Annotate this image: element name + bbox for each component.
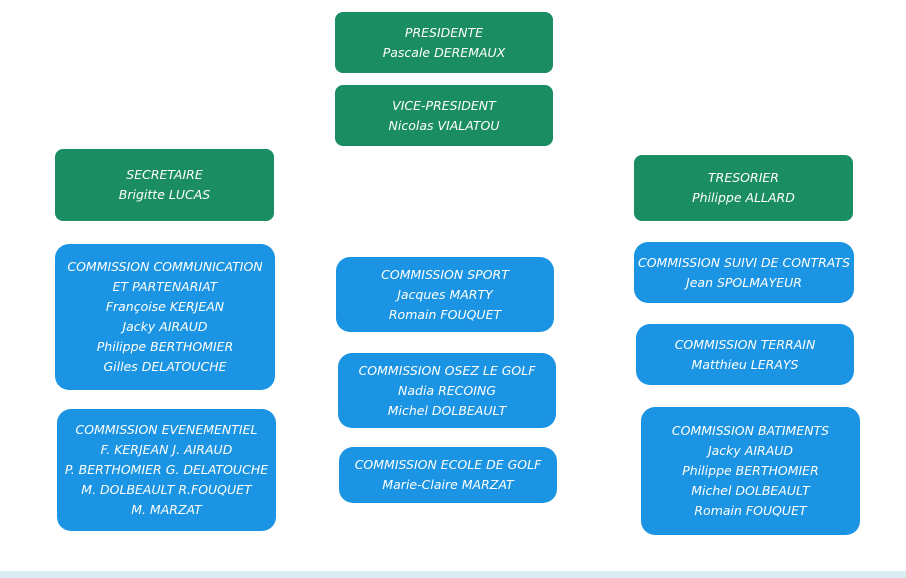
tresorier-title: TRESORIER [708, 170, 779, 185]
member-name: Gilles DELATOUCHE [103, 359, 227, 374]
commission-line: COMMISSION OSEZ LE GOLF [358, 362, 536, 378]
vice-president-title: VICE-PRESIDENT [392, 97, 496, 113]
commission-line: COMMISSION ECOLE DE GOLF [354, 457, 542, 472]
member-name: Michel DOLBEAULT [691, 483, 810, 498]
commission-line: COMMISSION SUIVI DE CONTRATS [637, 254, 851, 270]
tresorier-box: TRESORIER Philippe ALLARD [634, 155, 853, 221]
member-name: Jean SPOLMAYEUR [686, 274, 802, 290]
member-name: Michel DOLBEAULT [387, 402, 507, 418]
member-name: P. BERTHOMIER G. DELATOUCHE [64, 462, 269, 477]
secretaire-box: SECRETAIRE Brigitte LUCAS [55, 149, 274, 221]
commission-osez-le-golf-box: COMMISSION OSEZ LE GOLF Nadia RECOING Mi… [338, 353, 556, 428]
commission-batiments-box: COMMISSION BATIMENTS Jacky AIRAUD Philip… [641, 407, 860, 535]
commission-line: ET PARTENARIAT [112, 279, 218, 294]
member-name: M. MARZAT [131, 502, 202, 517]
presidente-title: PRESIDENTE [404, 24, 484, 40]
bottom-strip [0, 571, 906, 578]
member-name: Philippe BERTHOMIER [682, 463, 819, 478]
member-name: Romain FOUQUET [694, 503, 807, 518]
member-name: Françoise KERJEAN [105, 299, 225, 314]
secretaire-title: SECRETAIRE [126, 167, 203, 182]
member-name: M. DOLBEAULT R.FOUQUET [81, 482, 252, 497]
member-name: Nadia RECOING [398, 382, 496, 398]
member-name: Jacky AIRAUD [707, 443, 794, 458]
presidente-box: PRESIDENTE Pascale DEREMAUX [335, 12, 553, 73]
member-name: F. KERJEAN J. AIRAUD [100, 442, 233, 457]
commission-suivi-de-contrats-box: COMMISSION SUIVI DE CONTRATS Jean SPOLMA… [634, 242, 854, 303]
commission-sport-box: COMMISSION SPORT Jacques MARTY Romain FO… [336, 257, 554, 332]
commission-terrain-box: COMMISSION TERRAIN Matthieu LERAYS [636, 324, 854, 385]
commission-communication-box: COMMISSION COMMUNICATION ET PARTENARIAT … [55, 244, 275, 390]
commission-line: COMMISSION SPORT [381, 266, 509, 282]
member-name: Jacques MARTY [397, 286, 493, 302]
secretaire-name: Brigitte LUCAS [118, 187, 211, 202]
member-name: Romain FOUQUET [388, 306, 502, 322]
tresorier-name: Philippe ALLARD [692, 190, 795, 205]
commission-line: COMMISSION BATIMENTS [671, 423, 830, 438]
vice-president-name: Nicolas VIALATOU [388, 117, 500, 133]
vice-president-box: VICE-PRESIDENT Nicolas VIALATOU [335, 85, 553, 146]
commission-line: COMMISSION TERRAIN [674, 336, 816, 352]
commission-ecole-de-golf-box: COMMISSION ECOLE DE GOLF Marie-Claire MA… [339, 447, 557, 503]
member-name: Philippe BERTHOMIER [96, 339, 234, 354]
member-name: Jacky AIRAUD [122, 319, 208, 334]
commission-line: COMMISSION EVENEMENTIEL [75, 422, 258, 437]
member-name: Matthieu LERAYS [691, 356, 799, 372]
presidente-name: Pascale DEREMAUX [382, 44, 506, 60]
member-name: Marie-Claire MARZAT [382, 477, 514, 492]
commission-evenementiel-box: COMMISSION EVENEMENTIEL F. KERJEAN J. AI… [57, 409, 276, 531]
commission-line: COMMISSION COMMUNICATION [67, 259, 263, 274]
